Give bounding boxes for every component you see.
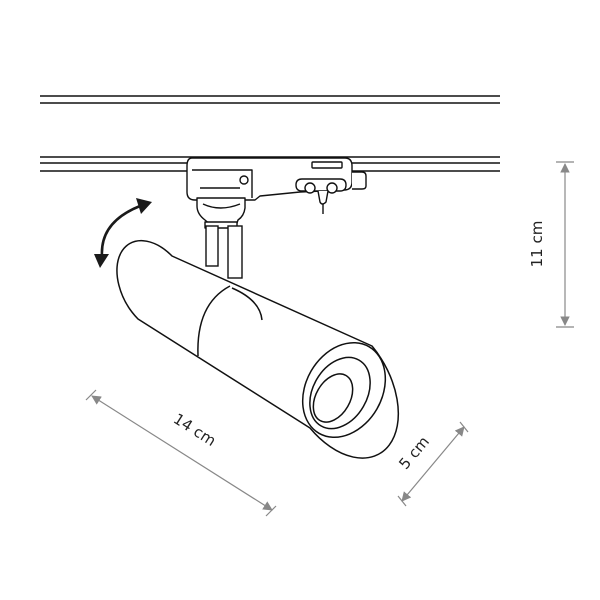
- curved-double-arrow-icon: [94, 198, 152, 268]
- swivel-joint: [196, 197, 246, 229]
- length-dimension: [85, 389, 277, 517]
- track-adapter: [186, 157, 367, 214]
- lamp-front-ring: [301, 341, 387, 439]
- length-dimension-label: 14 cm: [170, 410, 219, 450]
- stem-bracket: [205, 225, 243, 279]
- diameter-dimension-label: 5 cm: [395, 433, 433, 473]
- diameter-dimension: [397, 421, 469, 507]
- height-dimension: [556, 161, 574, 328]
- track-rail-upper: [40, 95, 500, 104]
- height-dimension-label: 11 cm: [528, 221, 546, 268]
